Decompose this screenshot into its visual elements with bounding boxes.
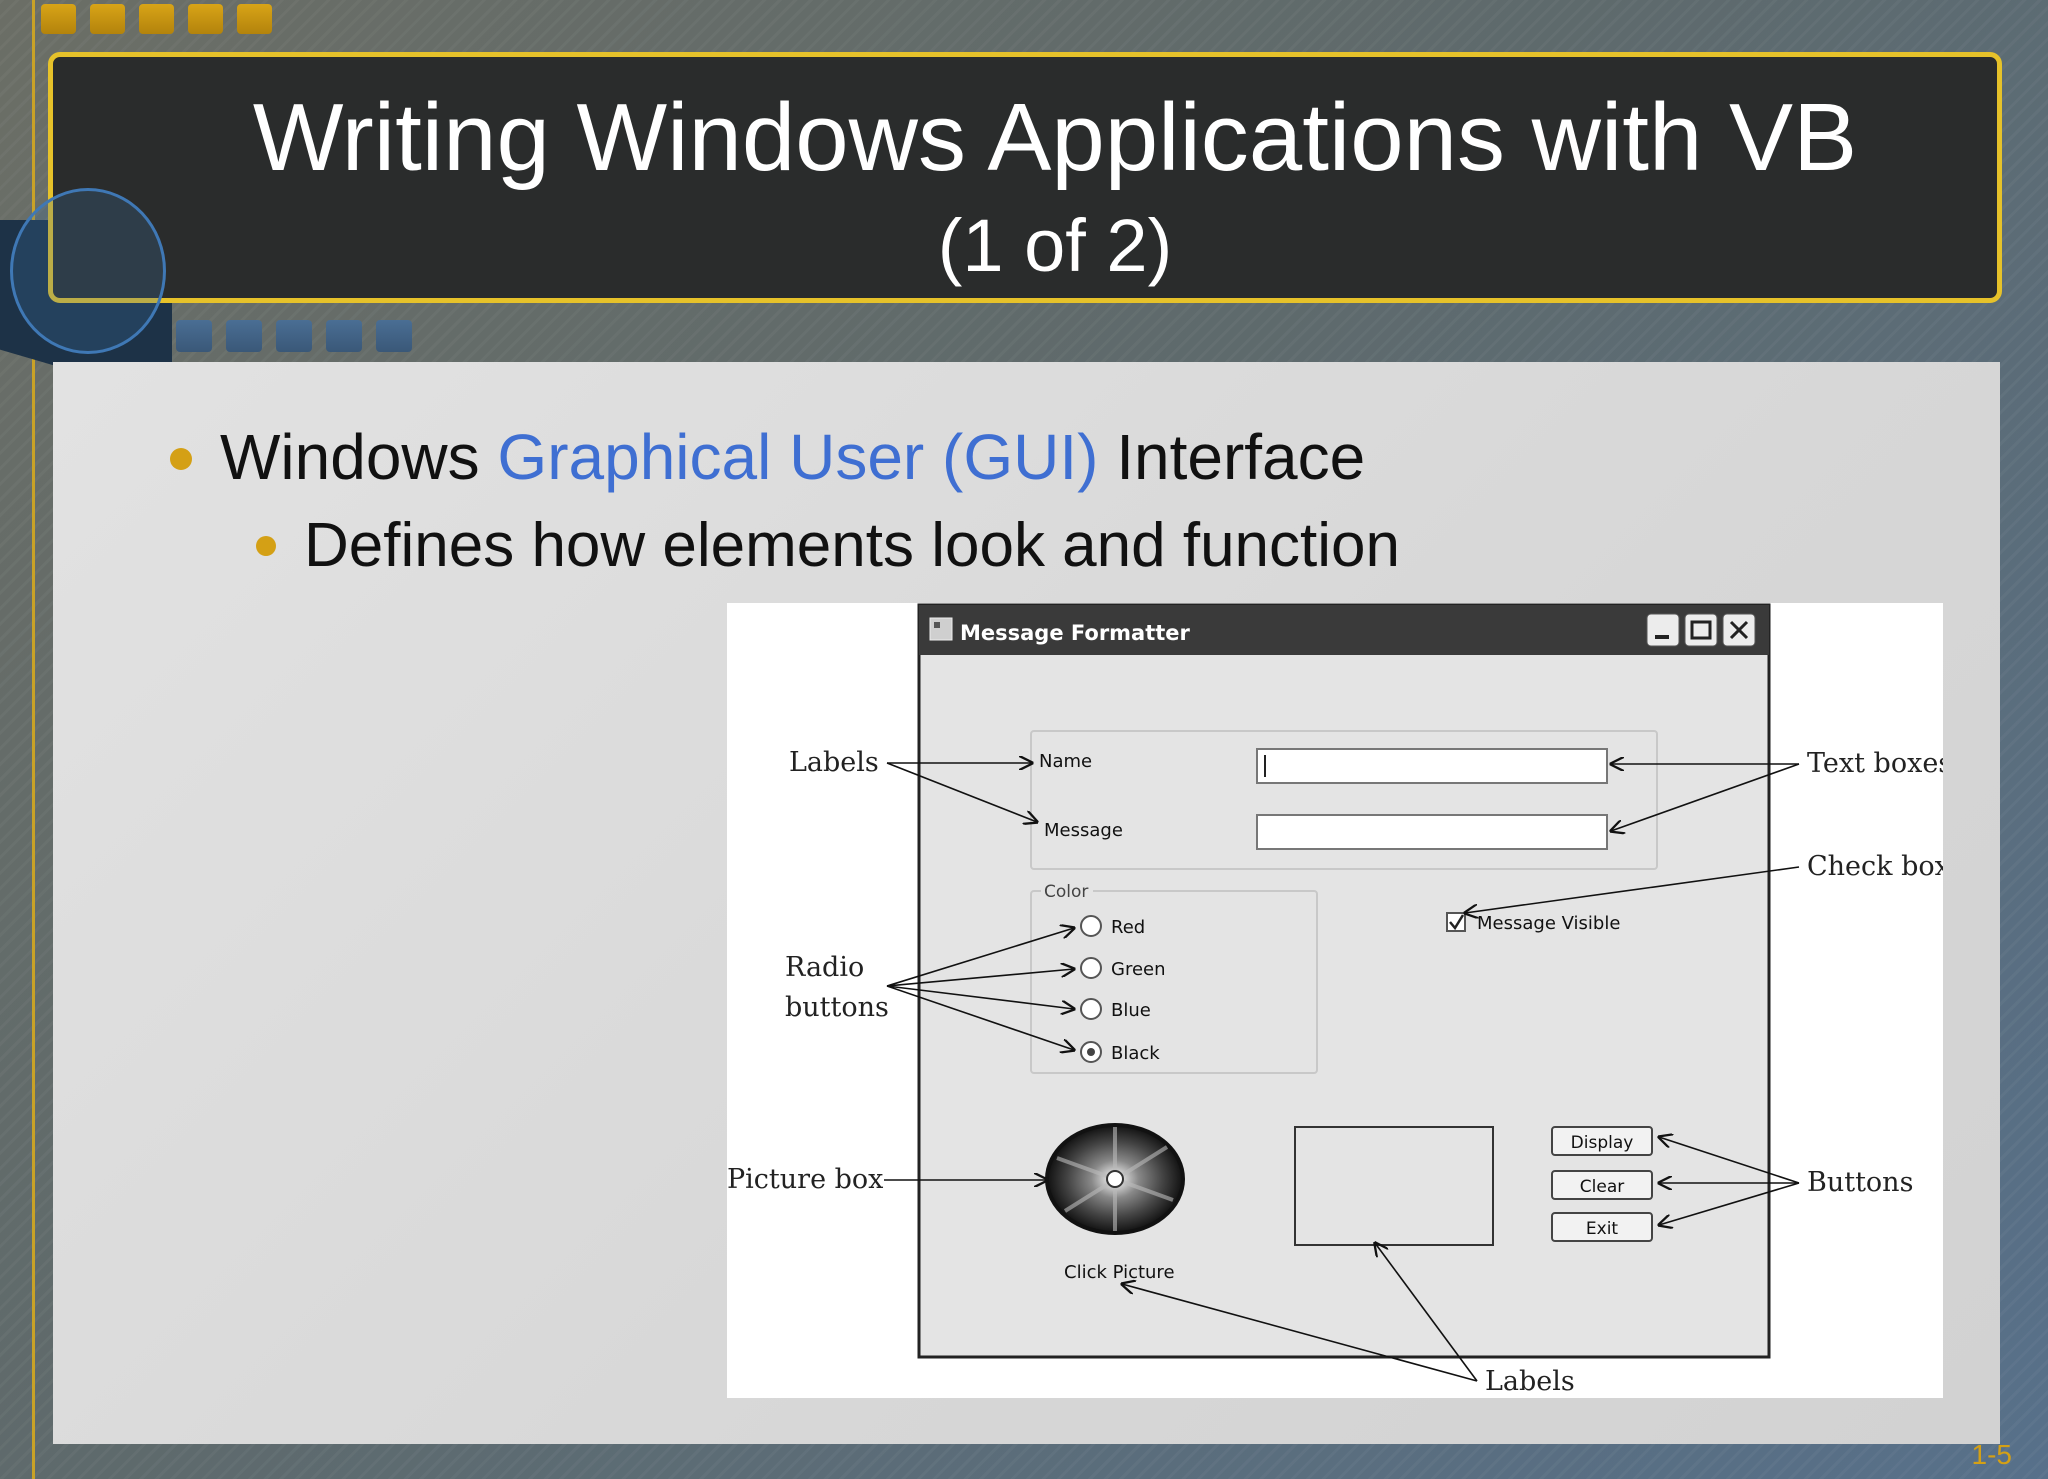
checkmark-icon [1449, 914, 1465, 931]
bullet-1: Windows Graphical User (GUI) Interface [220, 420, 1365, 494]
callout-text-boxes: Text boxes [1807, 748, 1943, 779]
bullet-1-accent: Graphical User (GUI) [497, 421, 1099, 493]
callout-radio-line1: Radio [785, 952, 864, 983]
color-groupbox [1030, 890, 1318, 1074]
message-textbox[interactable] [1256, 814, 1608, 850]
radio-blue-label: Blue [1111, 1000, 1151, 1021]
maximize-icon [1690, 620, 1712, 640]
close-button[interactable] [1722, 613, 1756, 647]
callout-picture-box: Picture box [727, 1164, 883, 1195]
bullet-2: Defines how elements look and function [304, 511, 1400, 580]
click-picture-label: Click Picture [1064, 1262, 1175, 1283]
input-group-frame [1030, 730, 1658, 870]
radio-green[interactable]: Green [1080, 957, 1166, 980]
name-textbox[interactable] [1256, 748, 1608, 784]
bullet-dot-2 [256, 536, 276, 556]
figure-gui-diagram: Message Formatter Name Message [727, 603, 1943, 1398]
callout-check-box: Check box [1807, 851, 1943, 882]
page-number: 1-5 [1971, 1439, 2012, 1470]
title-box: Writing Windows Applications with VB (1 … [48, 52, 2002, 303]
disc-hole [1106, 1170, 1124, 1188]
clear-button-label: Clear [1580, 1177, 1624, 1197]
display-button-label: Display [1571, 1133, 1634, 1153]
radio-red[interactable]: Red [1080, 915, 1145, 938]
window-titlebar [919, 605, 1769, 655]
callout-radio-line2: buttons [785, 992, 889, 1023]
window-title: Message Formatter [960, 621, 1191, 645]
minimize-button[interactable] [1646, 613, 1680, 647]
window-app-icon [929, 617, 953, 641]
radio-black-label: Black [1111, 1043, 1160, 1064]
radio-red-label: Red [1111, 917, 1145, 938]
exit-button[interactable]: Exit [1551, 1212, 1653, 1242]
name-label: Name [1039, 751, 1092, 772]
color-group-label: Color [1044, 882, 1088, 902]
exit-button-label: Exit [1586, 1219, 1619, 1239]
groupbox-caption-bg [1041, 881, 1093, 901]
picture-box[interactable] [1045, 1123, 1185, 1235]
message-label: Message [1044, 820, 1123, 841]
radio-black[interactable]: Black [1080, 1041, 1160, 1064]
message-formatter-window: Message Formatter Name Message [917, 603, 1771, 1359]
callout-labels-top: Labels [789, 747, 879, 778]
radio-green-label: Green [1111, 959, 1166, 980]
radio-blue[interactable]: Blue [1080, 998, 1151, 1021]
bullet-1-text-end: Interface [1098, 421, 1366, 493]
callout-buttons: Buttons [1807, 1167, 1913, 1198]
decorative-vertical-line [32, 0, 35, 1479]
bullet-1-text-start: Windows [220, 421, 498, 493]
decorative-circle [10, 188, 166, 354]
message-visible-checkbox[interactable]: Message Visible [1446, 912, 1620, 934]
callout-arrows [884, 763, 1800, 1382]
decorative-squares-mid [176, 320, 412, 352]
clear-button[interactable]: Clear [1551, 1170, 1653, 1200]
close-icon [1729, 620, 1749, 640]
display-button[interactable]: Display [1551, 1126, 1653, 1156]
maximize-button[interactable] [1684, 613, 1718, 647]
decorative-squares-top [41, 4, 272, 34]
radio-selected-dot [1087, 1048, 1095, 1056]
slide-subtitle: (1 of 2) [937, 204, 1173, 287]
slide-title: Writing Windows Applications with VB [252, 84, 1858, 191]
bullet-dot-1 [170, 448, 192, 470]
minimize-icon [1655, 635, 1669, 639]
checkbox-label: Message Visible [1477, 913, 1620, 934]
output-label-box [1294, 1126, 1494, 1246]
callout-labels-bottom: Labels [1485, 1366, 1575, 1397]
